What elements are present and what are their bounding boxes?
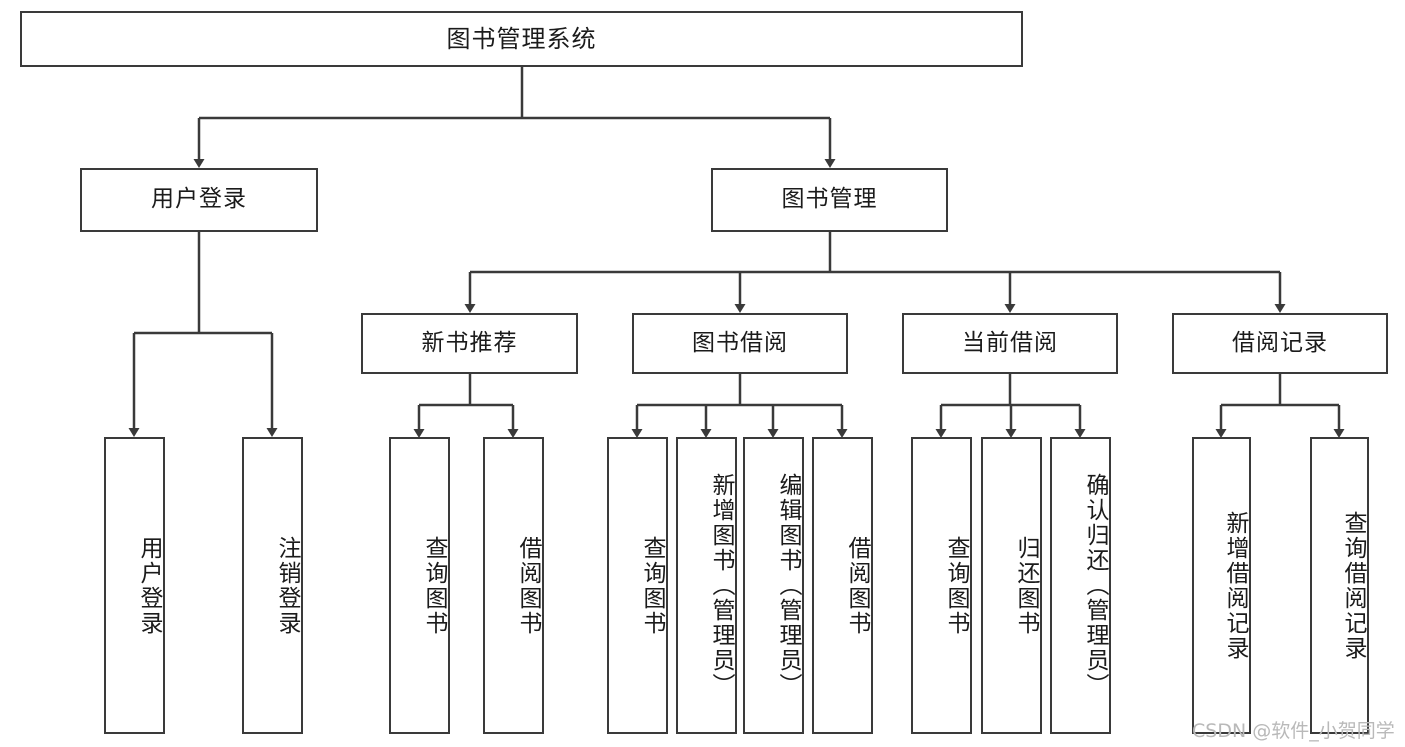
node-label: 借阅图书 xyxy=(844,535,870,636)
node-leaf-user-login[interactable]: 用户登录 xyxy=(104,437,165,734)
node-leaf-borrow-book-1[interactable]: 借阅图书 xyxy=(483,437,544,734)
node-leaf-query-book-3[interactable]: 查询图书 xyxy=(911,437,972,734)
node-label: 新增图书（管理员） xyxy=(708,473,734,698)
node-new-book-recommend[interactable]: 新书推荐 xyxy=(361,313,578,374)
node-leaf-query-book-2[interactable]: 查询图书 xyxy=(607,437,668,734)
node-label: 查询图书 xyxy=(943,535,969,636)
watermark: CSDN @软件_小贺同学 xyxy=(1192,720,1395,742)
node-leaf-borrow-book-2[interactable]: 借阅图书 xyxy=(812,437,873,734)
node-label: 编辑图书（管理员） xyxy=(775,473,801,698)
node-label: 借阅记录 xyxy=(1232,329,1328,356)
node-label: 注销登录 xyxy=(274,535,300,636)
node-label: 当前借阅 xyxy=(962,329,1058,356)
node-label: 用户登录 xyxy=(151,186,247,213)
node-label: 图书管理 xyxy=(781,186,878,213)
node-label: 查询图书 xyxy=(421,535,447,636)
node-leaf-add-record[interactable]: 新增借阅记录 xyxy=(1192,437,1251,734)
node-leaf-query-book-1[interactable]: 查询图书 xyxy=(389,437,450,734)
node-label: 确认归还（管理员） xyxy=(1082,473,1108,698)
node-label: 用户登录 xyxy=(136,535,162,636)
node-leaf-return-book[interactable]: 归还图书 xyxy=(981,437,1042,734)
node-book-borrow[interactable]: 图书借阅 xyxy=(632,313,848,374)
node-root-book-management-system[interactable]: 图书管理系统 xyxy=(20,11,1023,67)
node-leaf-logout-login[interactable]: 注销登录 xyxy=(242,437,303,734)
node-label: 查询借阅记录 xyxy=(1340,510,1366,661)
node-label: 新书推荐 xyxy=(421,329,518,356)
node-label: 借阅图书 xyxy=(515,535,541,636)
node-borrow-record[interactable]: 借阅记录 xyxy=(1172,313,1388,374)
node-label: 查询图书 xyxy=(639,535,665,636)
node-leaf-query-record[interactable]: 查询借阅记录 xyxy=(1310,437,1369,734)
node-book-manage[interactable]: 图书管理 xyxy=(711,168,948,232)
node-leaf-confirm-return[interactable]: 确认归还（管理员） xyxy=(1050,437,1111,734)
node-label: 归还图书 xyxy=(1013,535,1039,636)
node-user-login[interactable]: 用户登录 xyxy=(80,168,318,232)
node-leaf-edit-book[interactable]: 编辑图书（管理员） xyxy=(743,437,804,734)
node-label: 图书借阅 xyxy=(692,329,788,356)
node-label: 图书管理系统 xyxy=(446,24,597,53)
node-label: 新增借阅记录 xyxy=(1222,510,1248,661)
node-current-borrow[interactable]: 当前借阅 xyxy=(902,313,1118,374)
node-leaf-add-book[interactable]: 新增图书（管理员） xyxy=(676,437,737,734)
